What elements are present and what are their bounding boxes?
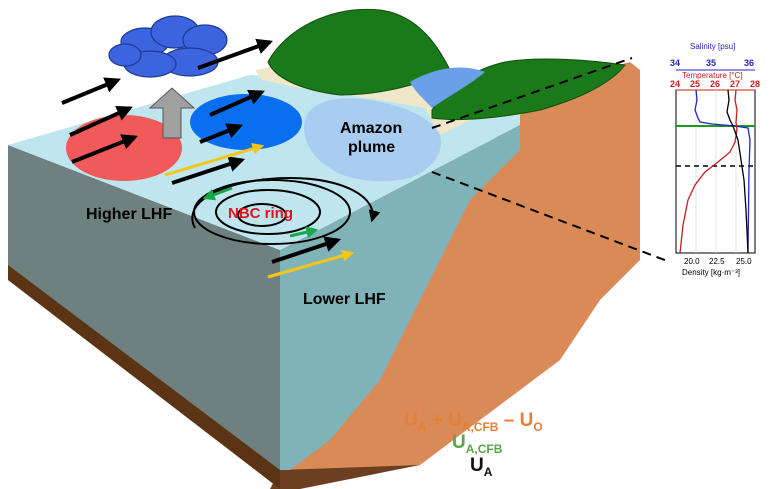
temperature-tick-27: 27: [730, 79, 740, 89]
legend-orange-c: U: [519, 410, 534, 431]
temperature-tick-28: 28: [750, 79, 760, 89]
temperature-label: Temperature [°C]: [682, 71, 743, 80]
salinity-profile: [694, 89, 751, 254]
cloud-icon: [108, 15, 228, 78]
amazon-plume: [304, 98, 441, 182]
temperature-tick-26: 26: [710, 79, 720, 89]
nbc-ring: [191, 176, 381, 245]
profile-panel: Salinity [psu] 34 35 36 Temperature [°C]…: [670, 42, 760, 277]
label-nbc-ring: NBC ring: [228, 205, 293, 222]
legend-green-a-sub: A,CFB: [465, 442, 503, 456]
land-bottom-edge: [270, 465, 420, 489]
legend-green: UA,CFB: [452, 432, 602, 456]
salinity-tick-35: 35: [706, 58, 716, 68]
density-tick-22: 22.5: [709, 257, 725, 266]
low-lhf-patch: [190, 94, 302, 150]
legend-orange-b-sub: A,CFB: [461, 420, 499, 434]
legend-orange-a: U: [404, 410, 418, 431]
seafloor-left: [8, 265, 280, 489]
density-tick-20: 20.0: [684, 257, 700, 266]
ocean-front-face: [280, 125, 520, 470]
density-label: Density [kg·m⁻³]: [682, 268, 740, 277]
salinity-tick-36: 36: [744, 58, 754, 68]
wind-arrows: [61, 38, 342, 264]
legend-black-a: U: [470, 455, 484, 476]
ocean-left-face: [8, 145, 280, 489]
legend-black: UA: [470, 455, 570, 479]
profile-connectors: [431, 57, 671, 263]
label-lower-lhf: Lower LHF: [303, 291, 386, 308]
legend-orange: UA + UA,CFB – UO: [404, 410, 664, 434]
label-amazon-plume-1: Amazon: [340, 120, 402, 137]
legend-orange-a-sub: A: [417, 420, 427, 434]
legend-green-a: U: [452, 432, 466, 453]
legend-black-a-sub: A: [483, 465, 493, 479]
legend-orange-c-sub: O: [533, 420, 543, 434]
temperature-profile: [679, 89, 738, 254]
temperature-tick-24: 24: [670, 79, 680, 89]
label-higher-lhf: Higher LHF: [86, 206, 172, 223]
ocean-current-arrows: [164, 143, 355, 279]
temperature-tick-25: 25: [690, 79, 700, 89]
legend-orange-plus: +: [426, 410, 449, 431]
salinity-label: Salinity [psu]: [690, 42, 735, 51]
cfb-arrows: [202, 186, 319, 239]
flux-up-arrow: [148, 87, 196, 139]
legend-orange-b: U: [448, 410, 462, 431]
label-amazon-plume-2: plume: [348, 139, 395, 156]
salinity-tick-34: 34: [670, 58, 680, 68]
profile-frame: [675, 89, 756, 254]
density-profile: [726, 89, 749, 254]
river: [410, 67, 485, 108]
legend-orange-minus: –: [498, 410, 520, 431]
density-tick-25: 25.0: [736, 257, 752, 266]
